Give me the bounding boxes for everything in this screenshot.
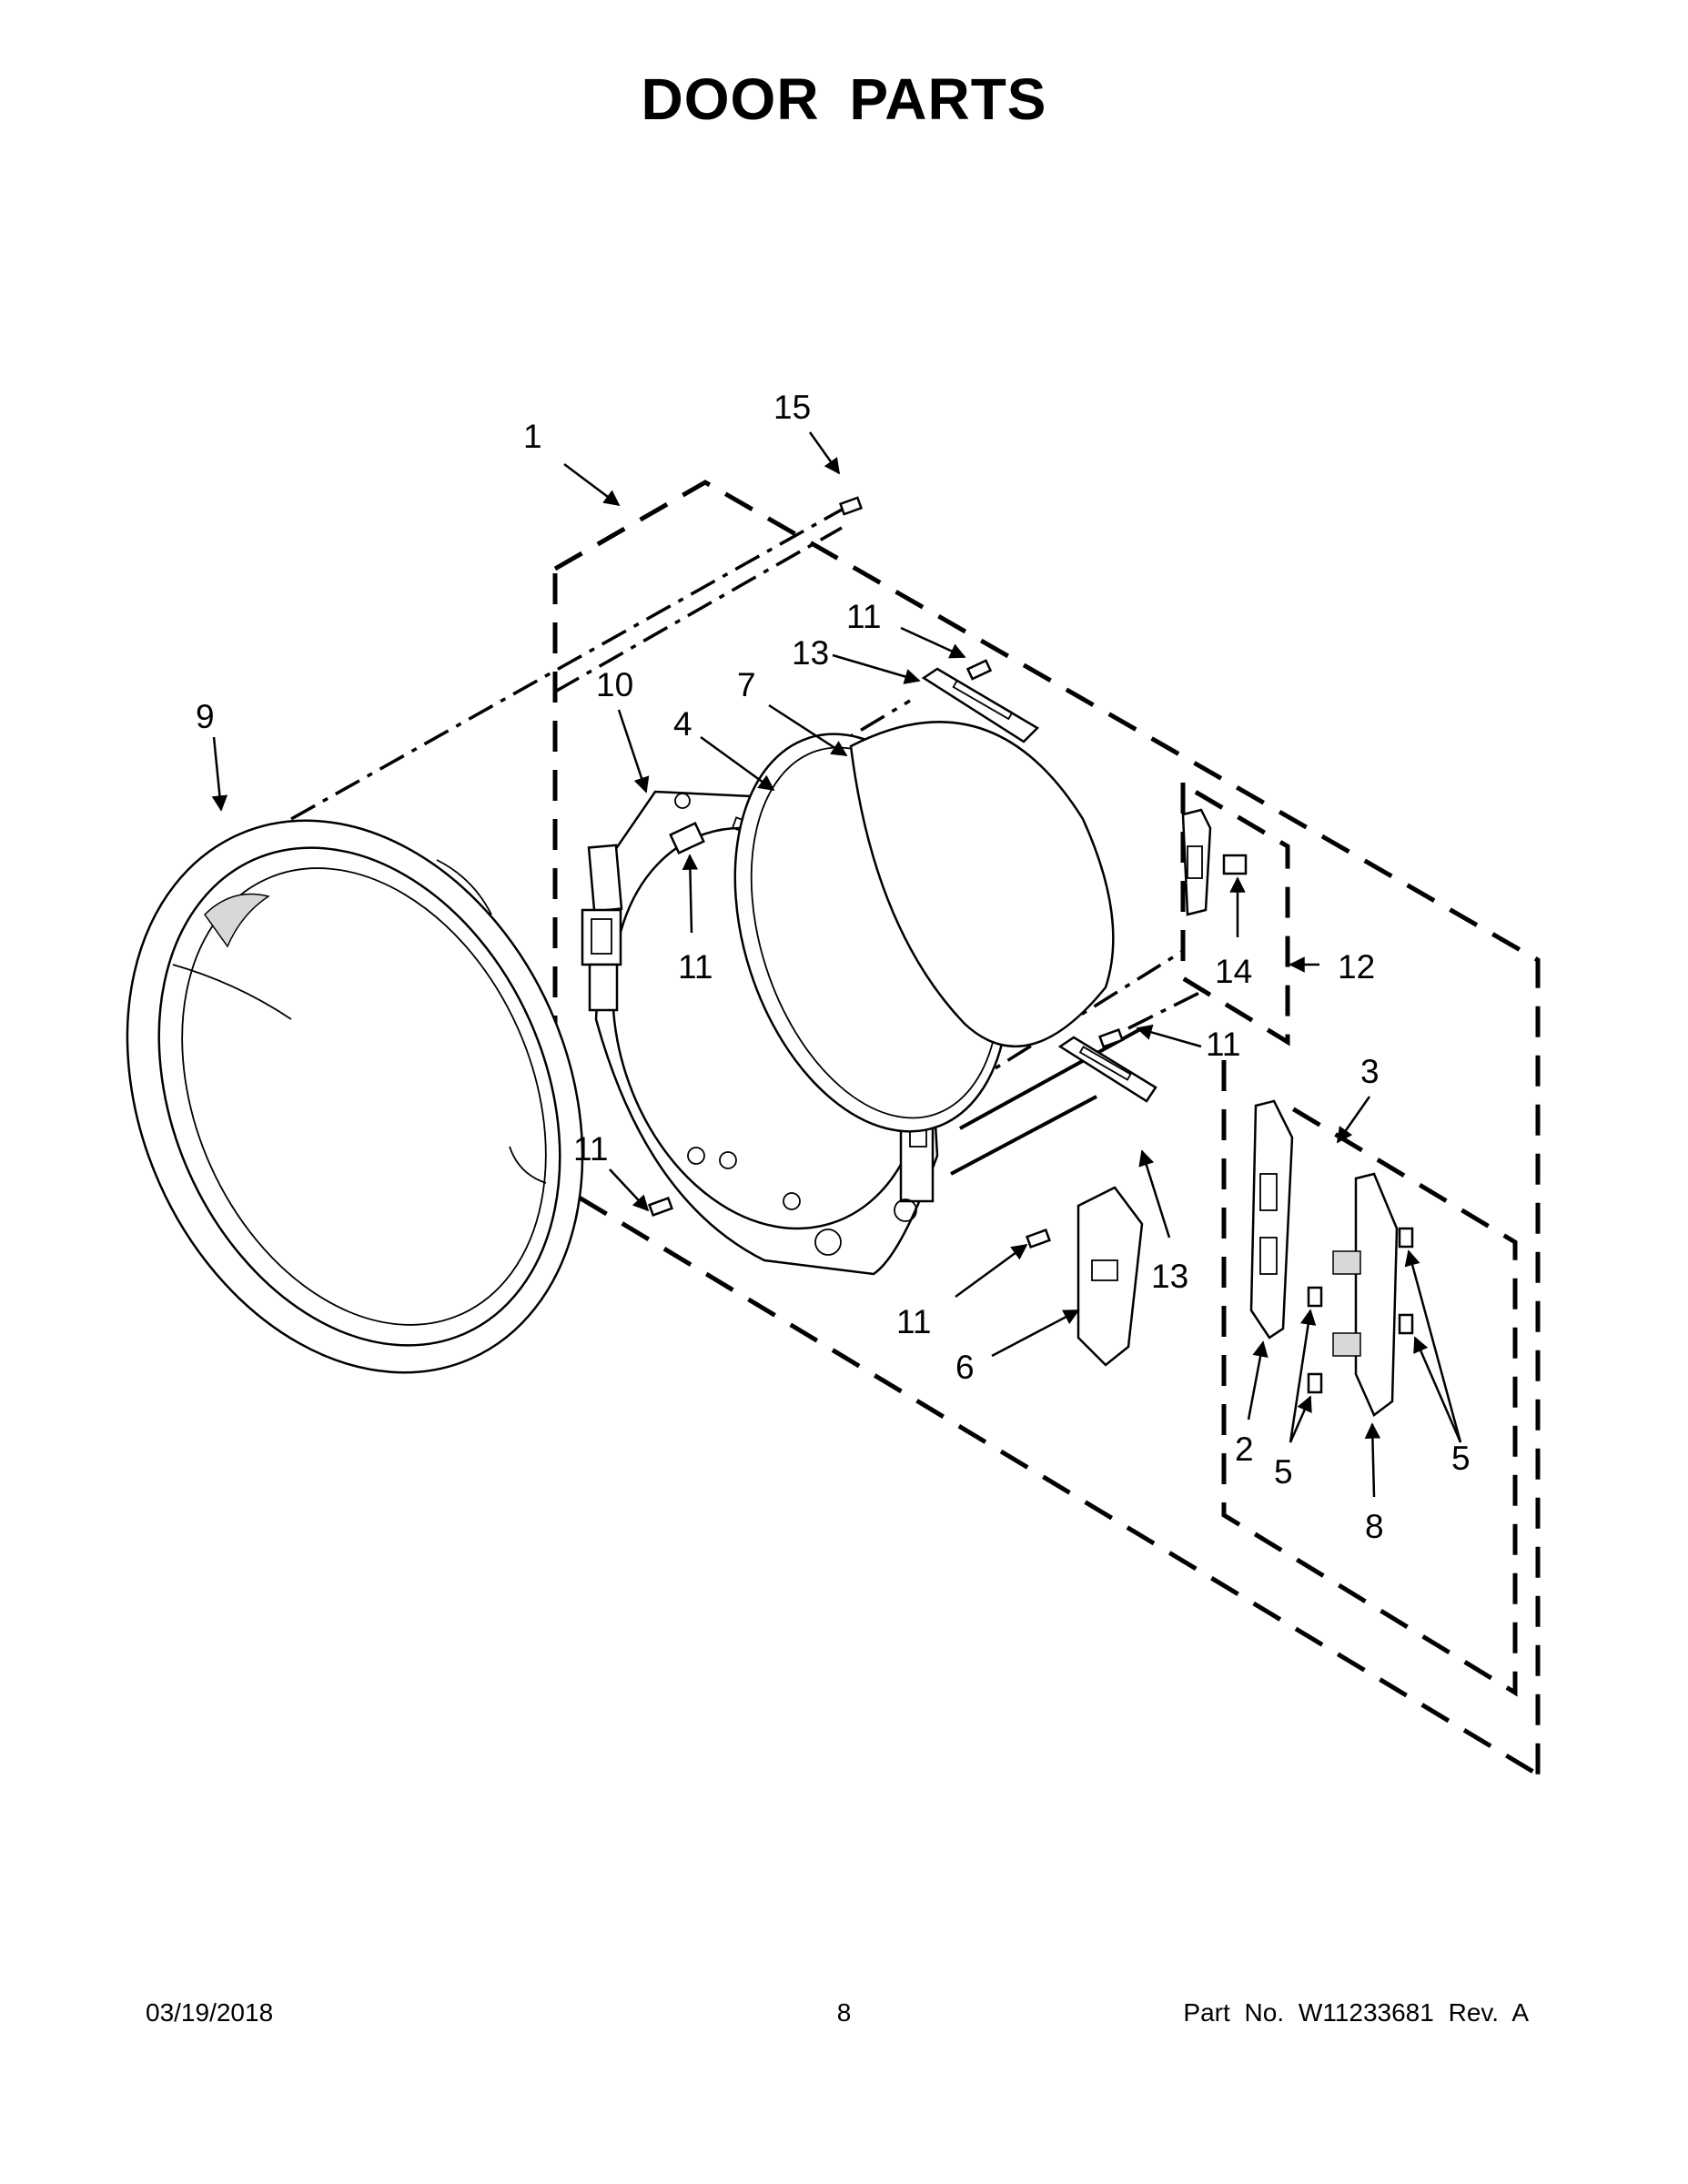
- page-title: DOOR PARTS: [641, 66, 1047, 132]
- callout-11-right: 11: [1206, 1026, 1240, 1063]
- footer-page-number: 8: [836, 1998, 852, 2027]
- callout-11-bottom: 11: [896, 1303, 931, 1340]
- part-2-hinge-plate: [1249, 1099, 1294, 1340]
- callout-11-left: 11: [573, 1130, 608, 1168]
- hinge-assembly-outline: [1221, 1060, 1518, 1697]
- part-6-cover-plate: [1076, 1186, 1144, 1367]
- callout-5-left: 5: [1274, 1453, 1293, 1491]
- callout-11-top: 11: [846, 598, 881, 635]
- part-14-strike: [1222, 854, 1248, 875]
- callout-6: 6: [955, 1349, 975, 1386]
- part-7-inner-glass: [849, 721, 1115, 1048]
- callout-7: 7: [737, 666, 756, 703]
- callout-4: 4: [673, 705, 692, 743]
- part-11-15-screws: [648, 496, 1124, 1249]
- callout-8: 8: [1365, 1508, 1384, 1545]
- latch-assembly-outline: [1180, 783, 1290, 1046]
- footer-part-number: Part No. W11233681 Rev. A: [1183, 1998, 1529, 2027]
- part-8-hinge: [1332, 1172, 1399, 1417]
- footer-date: 03/19/2018: [146, 1998, 274, 2027]
- callout-labels: 1 15 11 13 7 10 4 9 11 14 12 11 3 11 13 …: [196, 389, 1471, 1545]
- part-12-latch: [1181, 808, 1212, 916]
- callout-3: 3: [1360, 1053, 1380, 1090]
- callout-9: 9: [196, 698, 215, 735]
- part-9-outer-door-ring: [126, 819, 584, 1374]
- callout-14: 14: [1215, 953, 1252, 990]
- callout-5-right: 5: [1451, 1440, 1471, 1477]
- callout-11-frame: 11: [678, 948, 713, 986]
- callout-13-top: 13: [792, 634, 829, 672]
- callout-12: 12: [1338, 948, 1375, 986]
- callout-10: 10: [596, 666, 633, 703]
- part-13-hinge-brackets: [921, 667, 1157, 1103]
- callout-13-bottom: 13: [1151, 1258, 1188, 1295]
- callout-1: 1: [523, 418, 542, 455]
- leader-lines: [211, 431, 1462, 1498]
- callout-15: 15: [773, 389, 811, 426]
- callout-2: 2: [1235, 1431, 1254, 1468]
- part-5-bushings: [1307, 1227, 1414, 1394]
